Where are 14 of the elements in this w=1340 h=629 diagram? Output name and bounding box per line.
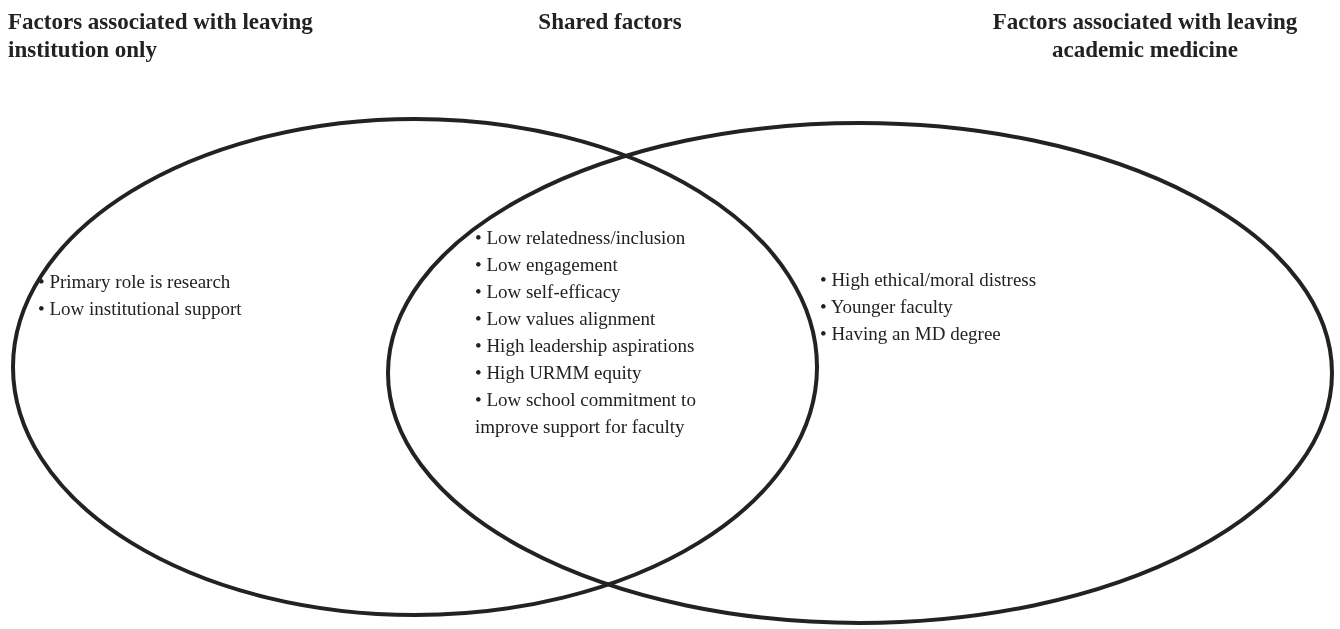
bullet-item: • Low school commitment to improve support for faculty xyxy=(475,388,697,439)
bullet-item: • High leadership aspirations xyxy=(475,334,696,358)
bullet-item: • Low relatedness/inclusion xyxy=(475,226,687,250)
bullet-item: • Low institutional support xyxy=(38,297,243,321)
set-heading: Shared factors xyxy=(537,8,683,36)
bullet-item: • High URMM equity xyxy=(475,361,643,385)
set-heading: Factors associated with leaving institution only xyxy=(8,8,314,64)
bullet-item: • Low engagement xyxy=(475,253,619,277)
bullet-item: • Having an MD degree xyxy=(820,322,1002,346)
bullet-item: • Low self-efficacy xyxy=(475,280,622,304)
bullet-item: • Low values alignment xyxy=(475,307,657,331)
set-heading: Factors associated with leaving academic medicine xyxy=(991,8,1299,64)
bullet-item: • High ethical/moral distress xyxy=(820,268,1038,292)
bullet-item: • Younger faculty xyxy=(820,295,954,319)
